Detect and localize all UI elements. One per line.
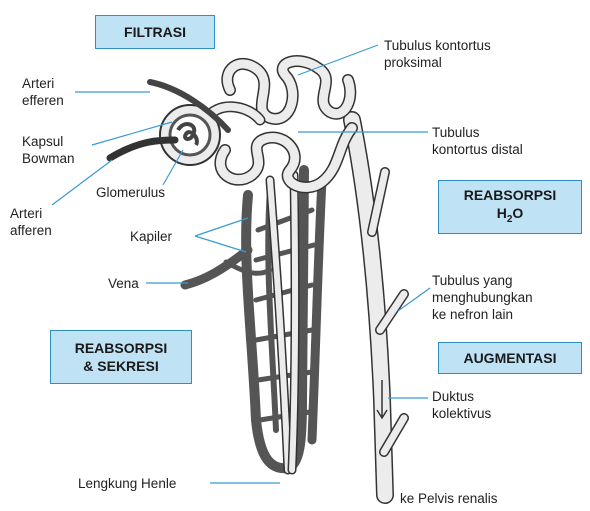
reabsorpsi-sekresi-line1: REABSORPSI [75, 339, 168, 357]
reabsorpsi-h2o-box: REABSORPSI H2O [438, 180, 582, 234]
reabsorpsi-sekresi-line2: & SEKRESI [83, 357, 158, 375]
augmentasi-label: AUGMENTASI [463, 349, 556, 367]
glomerulus-label: Glomerulus [96, 184, 165, 201]
filtrasi-label: FILTRASI [124, 23, 186, 41]
duktus-kolektivus-label: Duktus kolektivus [432, 388, 491, 422]
henle-loop-vessels [185, 170, 322, 470]
kapsul-bowman-label: Kapsul Bowman [22, 133, 75, 167]
lengkung-henle-label: Lengkung Henle [78, 475, 176, 492]
pelvis-renalis-label: ke Pelvis renalis [400, 490, 498, 507]
filtrasi-box: FILTRASI [95, 15, 215, 49]
tubulus-distal-label: Tubulus kontortus distal [432, 124, 523, 158]
convoluted-tubules [205, 61, 352, 187]
arteri-afferen-label: Arteri afferen [10, 205, 52, 239]
augmentasi-box: AUGMENTASI [438, 342, 582, 374]
kapiler-label: Kapiler [130, 228, 172, 245]
arteri-efferen-label: Arteri efferen [22, 75, 64, 109]
reabsorpsi-h2o-title: REABSORPSI [464, 186, 557, 204]
vena-label: Vena [108, 275, 139, 292]
tubulus-penghubung-label: Tubulus yang menghubungkan ke nefron lai… [432, 272, 533, 323]
collecting-duct [352, 120, 404, 495]
renal-corpuscle [110, 82, 228, 165]
tubulus-proksimal-label: Tubulus kontortus proksimal [384, 37, 491, 71]
h2o-formula: H2O [497, 204, 524, 229]
reabsorpsi-sekresi-box: REABSORPSI & SEKRESI [50, 330, 192, 384]
